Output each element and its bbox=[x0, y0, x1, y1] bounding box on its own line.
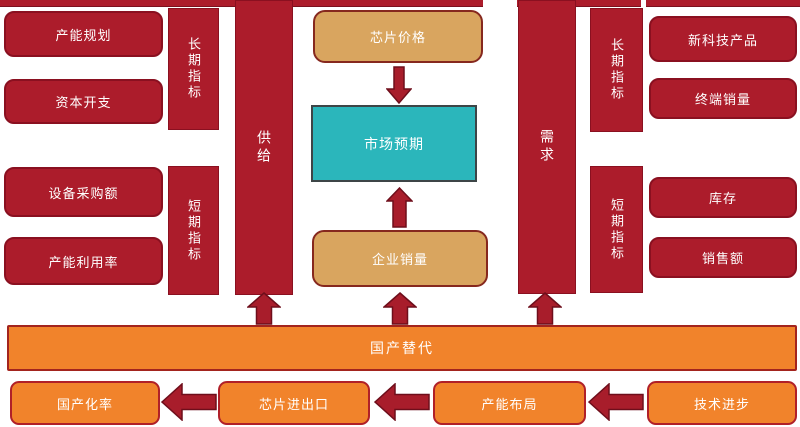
short-term-indicator-bar-right: 短期指标 bbox=[590, 166, 643, 293]
short-term-indicator-bar-left: 短期指标 bbox=[168, 166, 219, 295]
up-arrow-to-demand bbox=[528, 292, 562, 325]
market-expectation-box: 市场预期 bbox=[311, 105, 477, 182]
chip-price-box: 芯片价格 bbox=[313, 10, 483, 63]
capacity-layout-box: 产能布局 bbox=[433, 381, 586, 425]
up-arrow-sales-to-market bbox=[386, 187, 413, 228]
localization-rate-box: 国产化率 bbox=[10, 381, 160, 425]
demand-pillar: 需求 bbox=[518, 0, 576, 294]
capacity-utilization-box: 产能利用率 bbox=[4, 237, 163, 285]
top-strip-middle bbox=[517, 0, 641, 7]
sales-revenue-box: 销售额 bbox=[649, 237, 797, 278]
down-arrow-chip-price-to-market bbox=[386, 66, 412, 104]
capex-box: 资本开支 bbox=[4, 79, 163, 124]
enterprise-sales-box: 企业销量 bbox=[312, 230, 488, 287]
tech-progress-box: 技术进步 bbox=[647, 381, 797, 425]
up-arrow-to-supply bbox=[247, 292, 281, 325]
supply-pillar: 供给 bbox=[235, 0, 293, 295]
equipment-purchase-box: 设备采购额 bbox=[4, 167, 163, 217]
left-arrow-layout-to-importexport bbox=[374, 383, 430, 421]
terminal-sales-box: 终端销量 bbox=[649, 78, 797, 119]
left-arrow-importexport-to-localization bbox=[161, 383, 217, 421]
top-strip-right bbox=[646, 0, 800, 7]
inventory-box: 库存 bbox=[649, 177, 797, 218]
long-term-indicator-bar-right: 长期指标 bbox=[590, 8, 643, 132]
long-term-indicator-bar-left: 长期指标 bbox=[168, 8, 219, 130]
chip-import-export-box: 芯片进出口 bbox=[218, 381, 370, 425]
up-arrow-to-enterprise-sales bbox=[383, 292, 417, 325]
capacity-planning-box: 产能规划 bbox=[4, 11, 163, 57]
domestic-substitution-bar: 国产替代 bbox=[7, 325, 797, 371]
new-tech-products-box: 新科技产品 bbox=[649, 16, 797, 62]
left-arrow-progress-to-layout bbox=[588, 383, 644, 421]
